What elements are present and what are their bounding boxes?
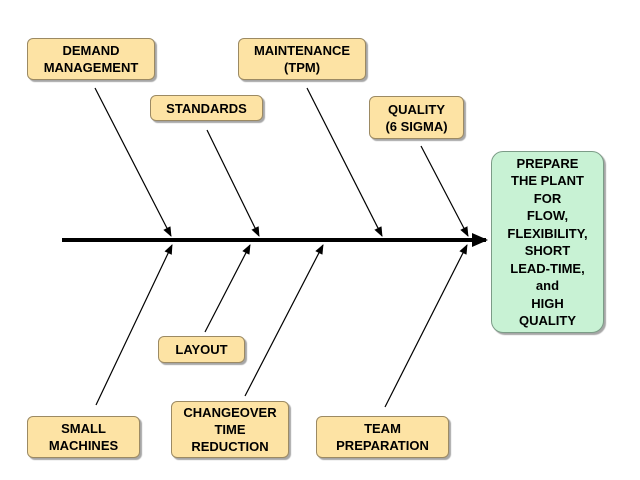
bone-demand-management bbox=[94, 87, 172, 237]
cause-standards: STANDARDS bbox=[150, 95, 263, 121]
bone-maintenance bbox=[306, 87, 383, 237]
bone-standards bbox=[206, 129, 260, 237]
cause-small-machines: SMALL MACHINES bbox=[27, 416, 140, 458]
cause-demand-management: DEMAND MANAGEMENT bbox=[27, 38, 155, 80]
bone-changeover bbox=[244, 244, 324, 397]
bone-small-machines bbox=[95, 244, 173, 406]
effect-box: PREPARE THE PLANT FOR FLOW, FLEXIBILITY,… bbox=[491, 151, 604, 333]
cause-maintenance: MAINTENANCE (TPM) bbox=[238, 38, 366, 80]
cause-team-preparation: TEAM PREPARATION bbox=[316, 416, 449, 458]
bone-layout bbox=[204, 244, 251, 333]
cause-layout: LAYOUT bbox=[158, 336, 245, 363]
cause-changeover-time-reduction: CHANGEOVER TIME REDUCTION bbox=[171, 401, 289, 458]
bone-quality bbox=[420, 145, 469, 237]
cause-quality: QUALITY (6 SIGMA) bbox=[369, 96, 464, 139]
bone-team-preparation bbox=[384, 244, 468, 408]
